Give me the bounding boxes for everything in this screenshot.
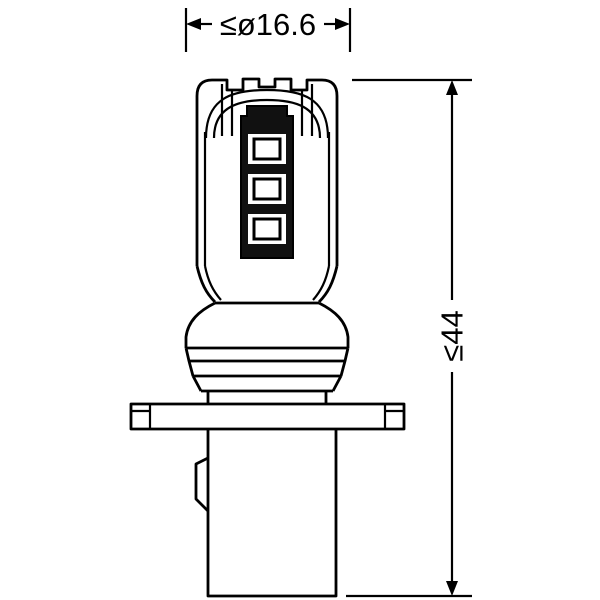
height-dimension: ≤44 — [346, 78, 472, 598]
height-dimension-label: ≤44 — [435, 310, 470, 362]
flange-detail-lines — [131, 404, 404, 429]
neck-lines — [206, 391, 328, 404]
flange-outline — [129, 402, 406, 431]
taper-outer-curves — [195, 265, 339, 303]
mounting-flange — [129, 402, 406, 431]
connector-outline — [206, 429, 338, 598]
flare-collar — [184, 301, 350, 350]
diameter-dimension-label: ≤ø16.6 — [220, 7, 316, 42]
led-chips — [248, 134, 286, 244]
cap-dome-arcs — [204, 88, 330, 139]
cap-rib-lines — [220, 84, 314, 136]
body-inner-wall-lines — [203, 132, 331, 266]
diameter-dimension: ≤ø16.6 — [184, 7, 352, 52]
height-arrow-up-icon — [446, 80, 458, 95]
diameter-arrow-right-icon — [335, 18, 350, 30]
connector-housing — [194, 429, 338, 598]
height-arrow-down-icon — [446, 581, 458, 596]
connector-latch — [194, 456, 209, 512]
led-chip-frames — [252, 137, 282, 241]
heat-sink-cap-outline — [195, 77, 339, 266]
bulb-taper — [195, 265, 339, 305]
led-module — [240, 105, 294, 259]
focus-rings-outline — [184, 347, 350, 393]
focus-rings — [184, 347, 350, 404]
diameter-arrow-left-icon — [186, 18, 201, 30]
taper-inner-curves — [203, 265, 331, 301]
flare-curves — [184, 301, 350, 348]
bulb-upper-assembly — [195, 77, 339, 266]
